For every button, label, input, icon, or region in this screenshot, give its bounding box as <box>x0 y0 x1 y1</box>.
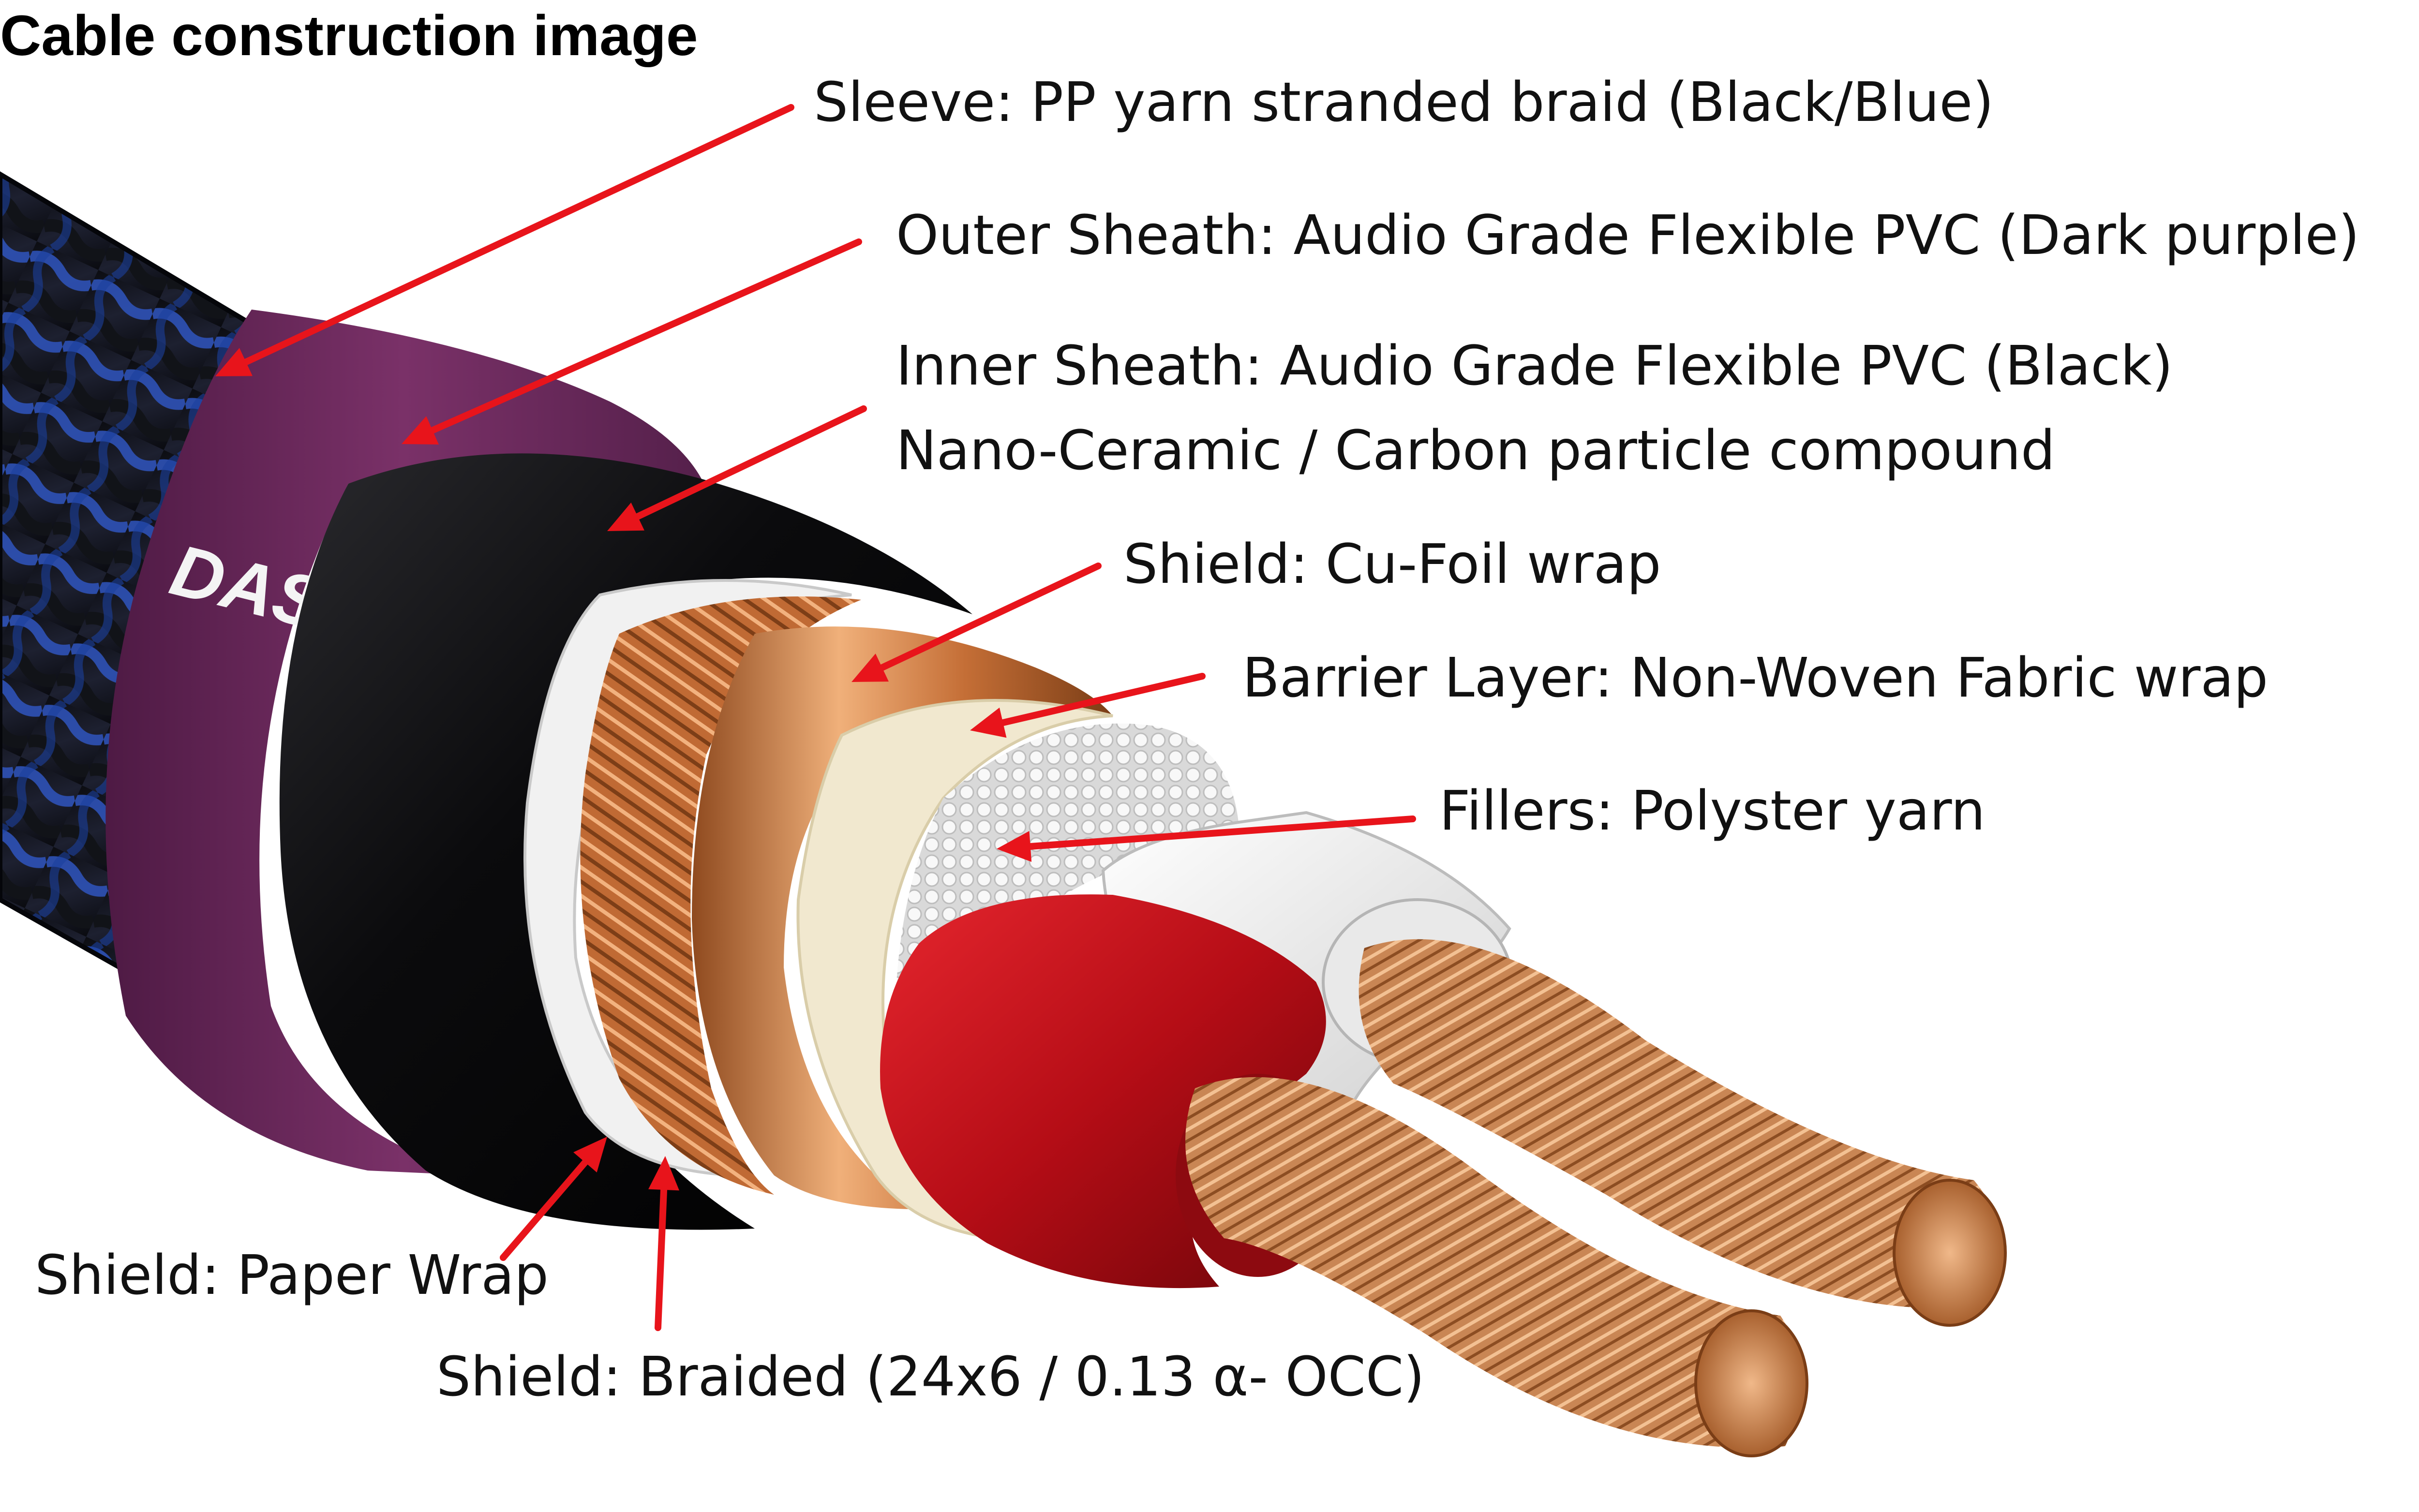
inner-sheath-layer <box>279 453 972 1230</box>
copper-end-right <box>1893 1179 2007 1327</box>
arrow-outer-sheath-head <box>402 416 439 445</box>
copper-end-left <box>1694 1309 1808 1457</box>
arrow-barrier-layer-head <box>970 707 1007 738</box>
arrow-shield-braided-head <box>648 1156 680 1191</box>
copper-conductor-left <box>1185 1077 1801 1448</box>
diagram-title: Cable construction image <box>0 4 698 68</box>
callout-arrows <box>215 104 1416 1331</box>
arrow-shield-paper-head <box>573 1137 607 1172</box>
arrow-outer-sheath-shaft <box>429 238 862 434</box>
label-barrier-layer: Barrier Layer: Non-Woven Fabric wrap <box>1242 647 2269 710</box>
arrow-fillers-shaft <box>1027 815 1416 850</box>
label-fillers: Fillers: Polyster yarn <box>1439 780 1986 843</box>
red-insulation <box>880 894 1326 1289</box>
label-shield-paper: Shield: Paper Wrap <box>35 1244 549 1307</box>
label-sleeve: Sleeve: PP yarn stranded braid (Black/Bl… <box>814 71 1994 134</box>
label-outer-sheath: Outer Sheath: Audio Grade Flexible PVC (… <box>896 204 2360 267</box>
label-shield-braided: Shield: Braided (24x6 / 0.13 α- OCC) <box>436 1346 1425 1408</box>
label-shield-cu-foil: Shield: Cu-Foil wrap <box>1123 533 1661 596</box>
arrow-shield-paper-shaft <box>500 1159 589 1261</box>
braided-shield-layer <box>580 596 861 1195</box>
arrow-sleeve-shaft <box>242 104 794 366</box>
cu-foil-layer <box>692 626 1113 1209</box>
arrow-inner-sheath-shaft <box>634 405 867 520</box>
arrow-shield-cu-foil-shaft <box>879 563 1102 671</box>
arrow-shield-cu-foil-head <box>851 653 889 682</box>
copper-conductor-right <box>1359 939 2002 1309</box>
label-inner-sheath-compound: Nano-Ceramic / Carbon particle compound <box>896 419 2055 482</box>
arrow-shield-braided-shaft <box>655 1186 668 1331</box>
arrow-barrier-layer-shaft <box>1000 673 1206 726</box>
fillers-layer <box>895 723 1239 1238</box>
label-inner-sheath: Inner Sheath: Audio Grade Flexible PVC (… <box>896 335 2173 398</box>
outer-sheath-layer <box>105 310 702 1175</box>
arrow-fillers-head <box>997 831 1032 862</box>
arrow-inner-sheath-head <box>607 502 644 531</box>
arrow-sleeve-head <box>215 348 253 376</box>
